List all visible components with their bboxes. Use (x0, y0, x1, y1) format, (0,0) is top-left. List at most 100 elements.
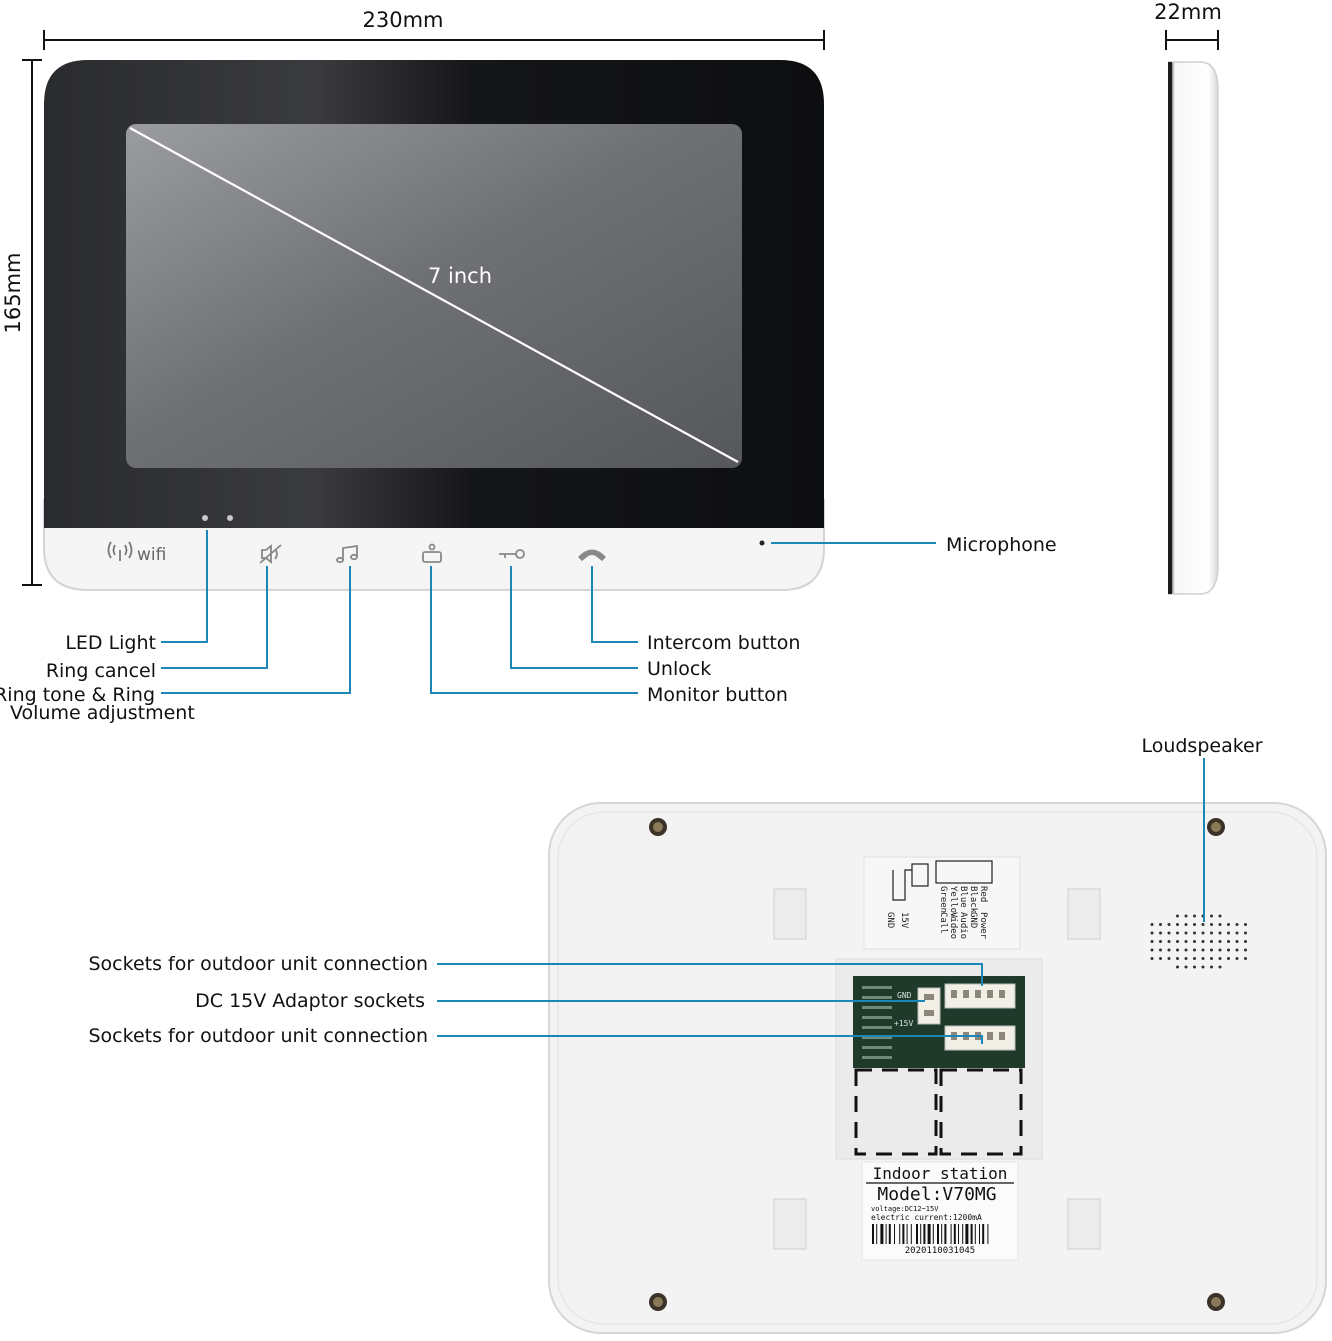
speaker-hole (1218, 931, 1222, 935)
speaker-hole (1201, 931, 1205, 935)
barcode-bar (937, 1224, 939, 1244)
speaker-hole (1210, 940, 1213, 943)
barcode (872, 1224, 989, 1244)
speaker-hole (1244, 948, 1247, 952)
microphone-hole (759, 540, 765, 546)
callout-ring-tone-line1: Ring tone & Ring (0, 684, 155, 706)
sticker-model: Model:V70MG (877, 1184, 996, 1205)
dc-socket[interactable] (917, 987, 941, 1025)
speaker-hole (1159, 948, 1162, 952)
sticker-title: Indoor station (873, 1164, 1008, 1183)
callout-ring-tone-line2: Volume adjustment (10, 702, 195, 724)
music-note-icon[interactable] (336, 544, 358, 564)
barcode-bar (876, 1224, 878, 1244)
speaker-hole (1244, 923, 1247, 926)
screw (1207, 1293, 1225, 1311)
barcode-bar (958, 1224, 959, 1244)
speaker-hole (1244, 957, 1247, 960)
speaker-hole (1193, 931, 1196, 935)
speaker-grille (1150, 914, 1247, 969)
speaker-hole (1210, 957, 1213, 960)
legend-text: Red (978, 886, 988, 902)
barcode-bar (941, 1224, 943, 1244)
speaker-hole (1193, 965, 1196, 969)
barcode-bar (974, 1224, 976, 1244)
speaker-hole (1150, 940, 1154, 943)
callout-intercom-button: Intercom button (647, 632, 800, 654)
speaker-hole (1201, 923, 1205, 926)
back-leaders (437, 758, 1205, 1044)
screw (649, 818, 667, 836)
barcode-bar (950, 1224, 952, 1244)
speaker-hole (1167, 940, 1171, 943)
legend-text: Yellow (948, 886, 958, 919)
model-sticker (861, 1161, 1019, 1261)
speaker-hole (1210, 923, 1213, 926)
speaker-hole (1193, 940, 1196, 943)
speaker-hole (1176, 948, 1179, 952)
legend-text: Call (938, 912, 948, 934)
sticker-voltage: voltage:DC12~15V (871, 1205, 939, 1213)
speaker-hole (1150, 923, 1154, 926)
speaker-hole (1184, 948, 1188, 952)
speaker-hole (1218, 957, 1222, 960)
speaker-hole (1218, 923, 1222, 926)
phone-icon[interactable] (578, 549, 606, 562)
speaker-hole (1210, 914, 1213, 918)
speaker-hole (1176, 914, 1179, 918)
width-label: 230mm (363, 8, 444, 32)
front-view: 7 inch wifi (43, 60, 825, 591)
speaker-hole (1167, 923, 1171, 926)
speaker-hole (1193, 923, 1196, 926)
speaker-hole (1176, 940, 1179, 943)
barcode-bar (894, 1224, 895, 1244)
wifi-icon (107, 541, 133, 561)
speaker-hole (1184, 965, 1188, 969)
callout-led-light: LED Light (65, 632, 156, 654)
speaker-hole (1184, 957, 1188, 960)
barcode-bar (932, 1224, 934, 1244)
front-leaders (161, 530, 936, 694)
barcode-bar (923, 1224, 926, 1244)
legend-text: Green (938, 886, 948, 913)
depth-dimension: 22mm (1154, 0, 1222, 50)
callout-sockets-outdoor-2: Sockets for outdoor unit connection (88, 1025, 428, 1047)
speaker-hole (1159, 957, 1162, 960)
legend-text: Blue (958, 886, 968, 908)
screen-diagonal (129, 127, 739, 463)
legend-text: Audio (958, 912, 968, 939)
height-label: 165mm (1, 253, 25, 334)
speaker-hole (1227, 923, 1230, 926)
barcode-bar (916, 1224, 918, 1244)
speaker-hole (1235, 931, 1239, 935)
legend-text: Video (948, 912, 958, 939)
led-indicator (227, 515, 233, 521)
back-view: GND 15V Green Yellow Blue Black Red Call… (548, 802, 1327, 1334)
barcode-bar (970, 1224, 973, 1244)
depth-label: 22mm (1154, 0, 1222, 24)
key-icon[interactable] (499, 549, 525, 559)
speaker-hole (1210, 948, 1213, 952)
speaker-hole (1150, 957, 1154, 960)
speaker-hole (1235, 957, 1239, 960)
sticker-serial: 2020110031045 (905, 1246, 975, 1256)
legend-text: Black (968, 886, 978, 914)
monitor-icon[interactable] (422, 543, 442, 563)
speaker-hole (1227, 957, 1230, 960)
mount-slot (773, 1198, 807, 1250)
speaker-hole (1176, 923, 1179, 926)
wiring-legend-sticker (863, 856, 1021, 950)
ring-cancel-icon[interactable] (259, 544, 282, 564)
mount-slot (1067, 888, 1101, 940)
pcb-15v-label: +15V (894, 1019, 913, 1028)
speaker-hole (1201, 957, 1205, 960)
speaker-hole (1184, 940, 1188, 943)
callout-dc-adaptor: DC 15V Adaptor sockets (195, 990, 425, 1012)
barcode-bar (927, 1224, 931, 1244)
speaker-hole (1201, 965, 1205, 969)
speaker-hole (1176, 965, 1179, 969)
mount-slot (1067, 1198, 1101, 1250)
barcode-bar (953, 1224, 956, 1244)
speaker-hole (1193, 957, 1196, 960)
speaker-hole (1159, 931, 1162, 935)
